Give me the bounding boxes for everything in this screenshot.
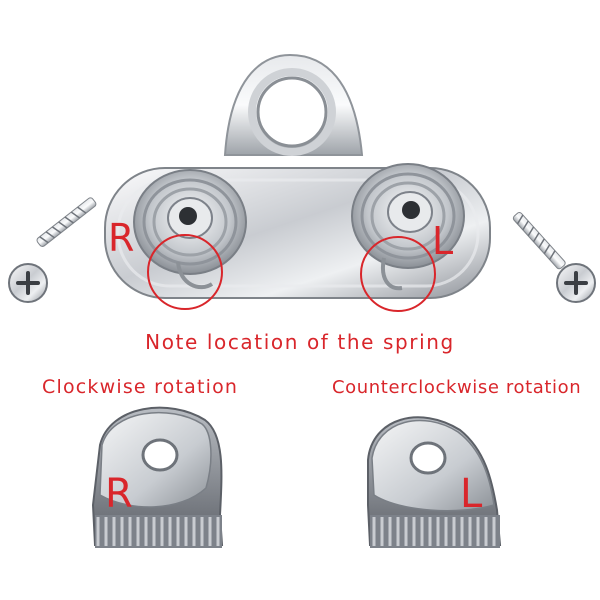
note-caption: Note location of the spring	[145, 330, 455, 354]
clockwise-caption: Clockwise rotation	[42, 376, 239, 398]
cam-right-hand	[91, 406, 224, 548]
marker-l-cam: L	[460, 471, 483, 517]
spring-highlight-circle-right	[147, 234, 223, 310]
counterclockwise-caption: Counterclockwise rotation	[332, 377, 582, 398]
screw-left	[8, 197, 97, 303]
screw-right	[512, 212, 596, 303]
spring-right-hand	[133, 169, 247, 290]
marker-r-top: R	[108, 216, 135, 260]
cam-left-hand	[367, 416, 502, 548]
marker-r-cam: R	[105, 471, 133, 517]
marker-l-top: L	[432, 219, 454, 263]
spring-highlight-circle-left	[360, 236, 436, 312]
